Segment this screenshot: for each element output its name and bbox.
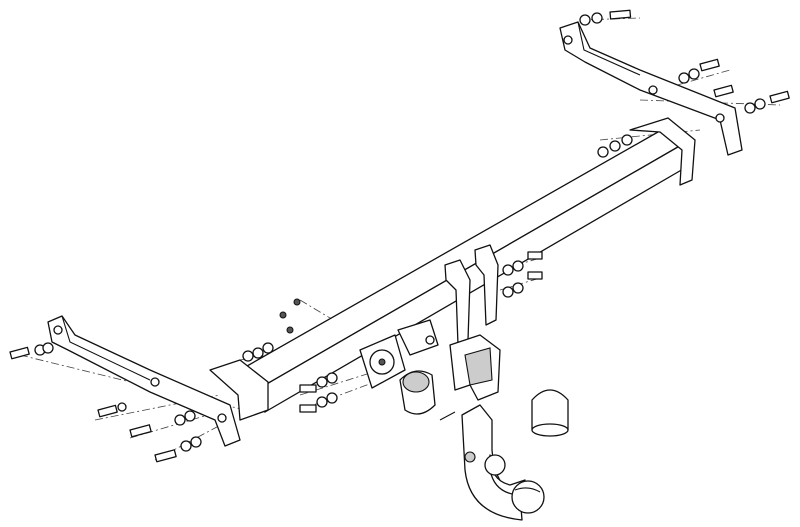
diagram-line	[648, 85, 658, 95]
bolt-icon	[678, 58, 720, 84]
diagram-line	[209, 359, 269, 421]
diagram-line	[262, 342, 274, 354]
diagram-line	[53, 325, 63, 335]
tow-ball-neck	[461, 404, 545, 521]
diagram-line	[279, 311, 287, 319]
bolt-icon	[744, 90, 790, 114]
main-crossbeam	[209, 117, 696, 421]
bolt-icon	[9, 342, 54, 360]
diagram-line	[713, 84, 734, 98]
diagram-line	[579, 14, 591, 26]
diagram-line	[502, 264, 514, 276]
diagram-line	[514, 487, 541, 493]
diagram-line	[502, 286, 514, 298]
ball-neck-mount	[449, 334, 501, 401]
diagram-line	[326, 392, 338, 404]
center-mounting-brackets	[397, 244, 499, 356]
diagram-line	[316, 396, 328, 408]
diagram-line	[484, 454, 506, 476]
diagram-line	[678, 72, 690, 84]
diagram-line	[511, 480, 545, 514]
diagram-line	[464, 451, 476, 463]
diagram-line	[474, 244, 499, 326]
diagram-line	[527, 271, 543, 280]
bolt-icon	[713, 84, 734, 98]
diagram-line	[150, 377, 160, 387]
diagram-line	[378, 358, 386, 366]
diagram-line	[47, 315, 241, 447]
diagram-line	[293, 298, 301, 306]
diagram-line	[217, 413, 227, 423]
diagram-line	[591, 12, 603, 24]
diagram-line	[129, 424, 152, 438]
diagram-line	[754, 98, 766, 110]
diagram-line	[299, 369, 381, 396]
bolt-icon	[502, 251, 543, 298]
diagram-line	[9, 346, 30, 360]
diagram-line	[299, 379, 381, 411]
diagram-line	[715, 113, 725, 123]
bolt-icon	[299, 372, 338, 413]
diagram-line	[579, 17, 641, 21]
electrical-socket	[359, 334, 456, 421]
diagram-line	[94, 394, 221, 421]
diagram-line	[402, 371, 430, 393]
diagram-line	[286, 326, 294, 334]
diagram-line	[464, 347, 493, 386]
diagram-line	[299, 384, 317, 393]
diagram-line	[597, 146, 609, 158]
diagram-line	[242, 350, 254, 362]
diagram-line	[744, 102, 756, 114]
diagram-line	[439, 411, 456, 421]
diagram-line	[609, 140, 621, 152]
diagram-line	[61, 315, 151, 381]
diagram-line	[512, 260, 524, 272]
diagram-line	[688, 68, 700, 80]
left-mounting-bracket	[47, 315, 241, 447]
diagram-line	[531, 423, 569, 437]
diagram-line	[512, 282, 524, 294]
diagram-line	[252, 347, 264, 359]
diagram-line	[184, 410, 196, 422]
diagram-line	[563, 35, 573, 45]
diagram-line	[174, 414, 186, 426]
diagram-line	[299, 404, 317, 413]
diagram-line	[154, 449, 177, 463]
diagram-line	[326, 372, 338, 384]
diagram-line	[425, 335, 435, 345]
diagram-line	[42, 342, 54, 354]
diagram-line	[117, 402, 127, 412]
diagram-line	[316, 376, 328, 388]
diagram-line	[769, 90, 790, 104]
diagram-line	[97, 404, 118, 418]
diagram-line	[577, 21, 641, 76]
ball-cap	[531, 389, 569, 437]
fasteners	[9, 9, 790, 463]
bolt-icon	[97, 402, 127, 418]
diagram-line	[527, 251, 543, 260]
diagram-line	[629, 117, 696, 186]
diagram-line	[190, 436, 202, 448]
bolt-icon	[579, 9, 632, 26]
diagram-line	[609, 9, 632, 20]
right-mounting-bracket	[559, 21, 743, 156]
diagram-line	[621, 134, 633, 146]
bolt-icon	[154, 436, 202, 463]
diagram-line	[180, 440, 192, 452]
bolt-icon	[129, 410, 196, 438]
diagram-line	[699, 58, 720, 72]
diagram-line	[397, 319, 439, 356]
